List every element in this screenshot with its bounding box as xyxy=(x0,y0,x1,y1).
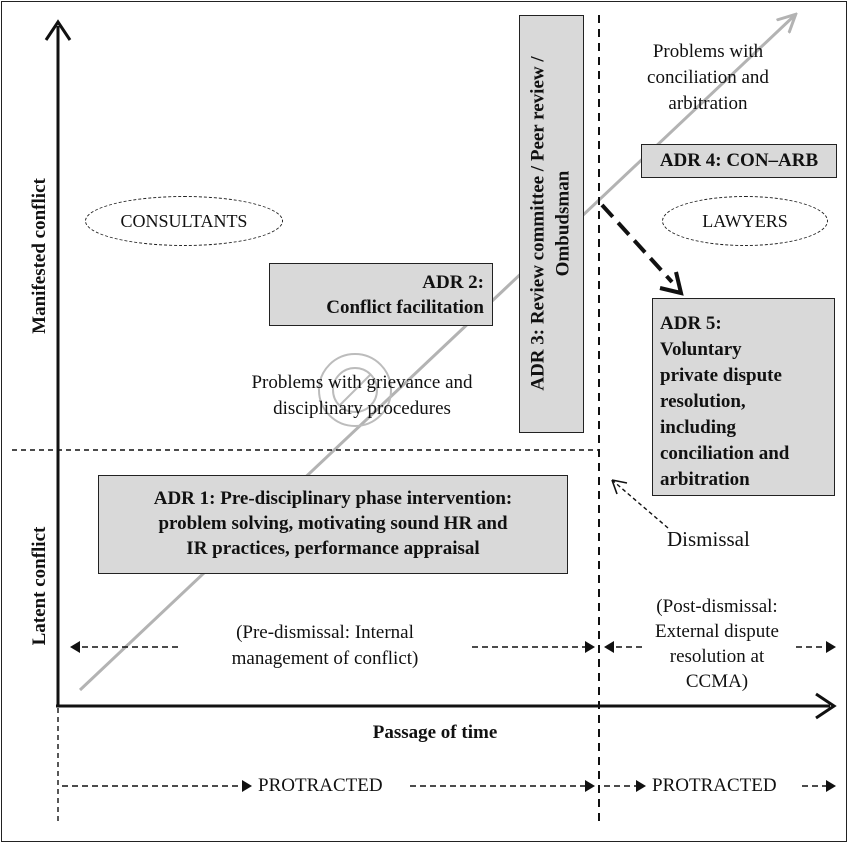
trend-arrow xyxy=(78,15,795,692)
adr1-box: ADR 1: Pre-disciplinary phase interventi… xyxy=(98,475,568,574)
grievance-note: Problems with grievance and disciplinary… xyxy=(212,370,512,422)
adr5-line4: resolution, xyxy=(660,391,746,412)
adr1-line3: IR practices, performance appraisal xyxy=(186,538,480,559)
consultants-label: CONSULTANTS xyxy=(120,210,248,231)
post-dismissal-line1: (Post-dismissal: xyxy=(642,594,792,619)
conciliation-note-line3: arbitration xyxy=(668,93,748,114)
adr1-line2: problem solving, motivating sound HR and xyxy=(158,513,508,534)
pre-dismissal-line2: management of conflict) xyxy=(231,648,419,669)
adr3-line1: ADR 3: Review committee / Peer review / xyxy=(527,56,549,391)
grievance-note-line1: Problems with grievance and xyxy=(251,372,473,393)
grievance-note-line2: disciplinary procedures xyxy=(273,398,451,419)
protracted-left-label: PROTRACTED xyxy=(258,775,383,796)
adr3-line2: Ombudsman xyxy=(552,170,574,277)
adr2-line2: Conflict facilitation xyxy=(326,297,484,318)
adr3-text: ADR 3: Review committee / Peer review / … xyxy=(519,15,584,433)
conciliation-note-line2: conciliation and xyxy=(647,67,769,88)
conciliation-note-line1: Problems with xyxy=(652,41,764,62)
dismissal-label: Dismissal xyxy=(667,527,750,551)
adr5-line6: conciliation and xyxy=(660,443,790,464)
post-dismissal-line4: CCMA) xyxy=(642,669,792,694)
post-dismissal-line2: External dispute xyxy=(642,619,792,644)
lawyers-oval: LAWYERS xyxy=(662,196,828,246)
watermark-icon xyxy=(318,353,392,427)
x-axis-label: Passage of time xyxy=(372,722,498,743)
adr5-line3: private dispute xyxy=(660,365,782,386)
post-dismissal-line3: resolution at xyxy=(642,644,792,669)
protracted-right-label: PROTRACTED xyxy=(652,775,777,796)
consultants-oval: CONSULTANTS xyxy=(85,196,283,246)
conciliation-note: Problems with conciliation and arbitrati… xyxy=(618,39,798,117)
pre-dismissal-line1: (Pre-dismissal: Internal xyxy=(236,622,414,643)
adr2-line1: ADR 2: xyxy=(422,272,484,293)
dismissal-pointer xyxy=(611,479,669,529)
y-axis-label-latent: Latent conflict xyxy=(29,526,50,646)
escalation-arrow xyxy=(600,203,674,284)
y-axis-label-manifested: Manifested conflict xyxy=(29,178,50,334)
adr4-line1: ADR 4: CON–ARB xyxy=(659,150,819,171)
adr1-line1: ADR 1: Pre-disciplinary phase interventi… xyxy=(153,488,513,509)
adr5-line2: Voluntary xyxy=(660,339,742,360)
adr5-box: ADR 5: Voluntary private dispute resolut… xyxy=(652,298,835,496)
lawyers-label: LAWYERS xyxy=(702,210,788,231)
adr3-box xyxy=(519,15,584,433)
adr5-line7: arbitration xyxy=(660,469,750,490)
pre-dismissal-note: (Pre-dismissal: Internal management of c… xyxy=(180,620,470,672)
adr5-line1: ADR 5: xyxy=(660,313,722,334)
adr2-box: ADR 2: Conflict facilitation xyxy=(269,263,493,326)
adr4-box: ADR 4: CON–ARB xyxy=(641,144,837,178)
adr5-line5: including xyxy=(660,417,737,438)
post-dismissal-note: (Post-dismissal: External dispute resolu… xyxy=(642,594,792,694)
